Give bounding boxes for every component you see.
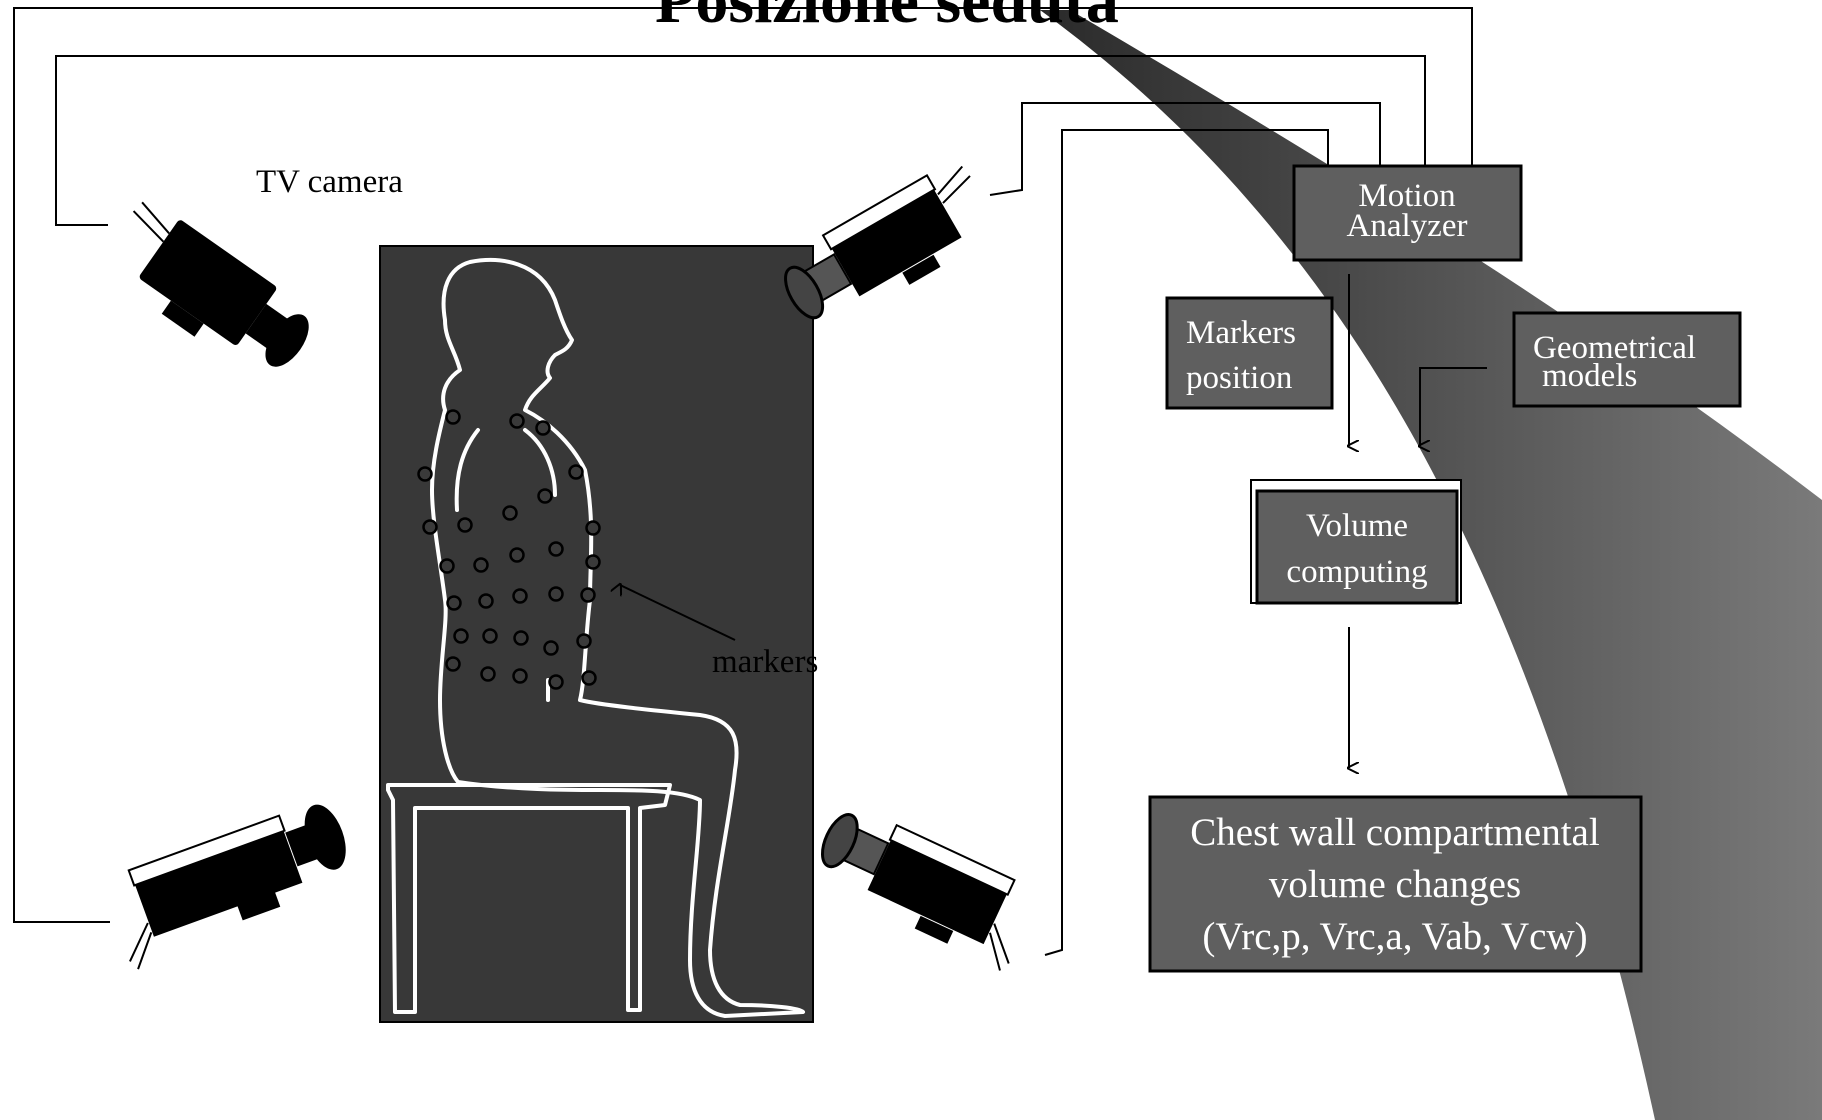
svg-text:Volume: Volume xyxy=(1306,508,1408,544)
markers-dots xyxy=(417,409,601,690)
camera-top-left-icon xyxy=(132,201,309,367)
camera-bottom-left-icon xyxy=(127,804,346,970)
svg-text:volume changes: volume changes xyxy=(1269,863,1521,906)
tv-camera-label: TV camera xyxy=(256,164,403,200)
svg-text:position: position xyxy=(1186,360,1292,396)
markers-label: markers xyxy=(712,644,818,680)
markers-position-box: Markers position xyxy=(1165,296,1334,410)
svg-text:Motion: Motion xyxy=(1358,178,1455,214)
chair-outline xyxy=(386,783,672,1014)
volume-computing-box: Volume computing xyxy=(1250,479,1462,605)
output-box: Chest wall compartmental volume changes … xyxy=(1148,795,1643,973)
camera-top-right-icon xyxy=(784,165,971,320)
svg-text:Markers: Markers xyxy=(1186,315,1296,351)
markers-pointer-arrow xyxy=(620,585,736,641)
geometrical-models-box: Geometrical models xyxy=(1512,311,1742,408)
camera-wires xyxy=(13,7,1473,956)
arrow-to-volume-right xyxy=(1420,367,1487,446)
svg-text:computing: computing xyxy=(1286,554,1427,590)
subject-panel xyxy=(379,245,814,1023)
svg-text:Geometrical: Geometrical xyxy=(1533,330,1696,366)
camera-bottom-right-icon xyxy=(820,813,1016,971)
svg-text:Analyzer: Analyzer xyxy=(1347,208,1468,244)
page-title: Posizione seduta xyxy=(655,0,1119,37)
motion-analyzer-box: Motion Analyzer xyxy=(1292,164,1523,262)
svg-text:(Vrc,p, Vrc,a, Vab, Vcw): (Vrc,p, Vrc,a, Vab, Vcw) xyxy=(1202,915,1587,958)
svg-text:Chest wall compartmental: Chest wall compartmental xyxy=(1190,811,1600,854)
svg-text:models: models xyxy=(1542,358,1637,394)
